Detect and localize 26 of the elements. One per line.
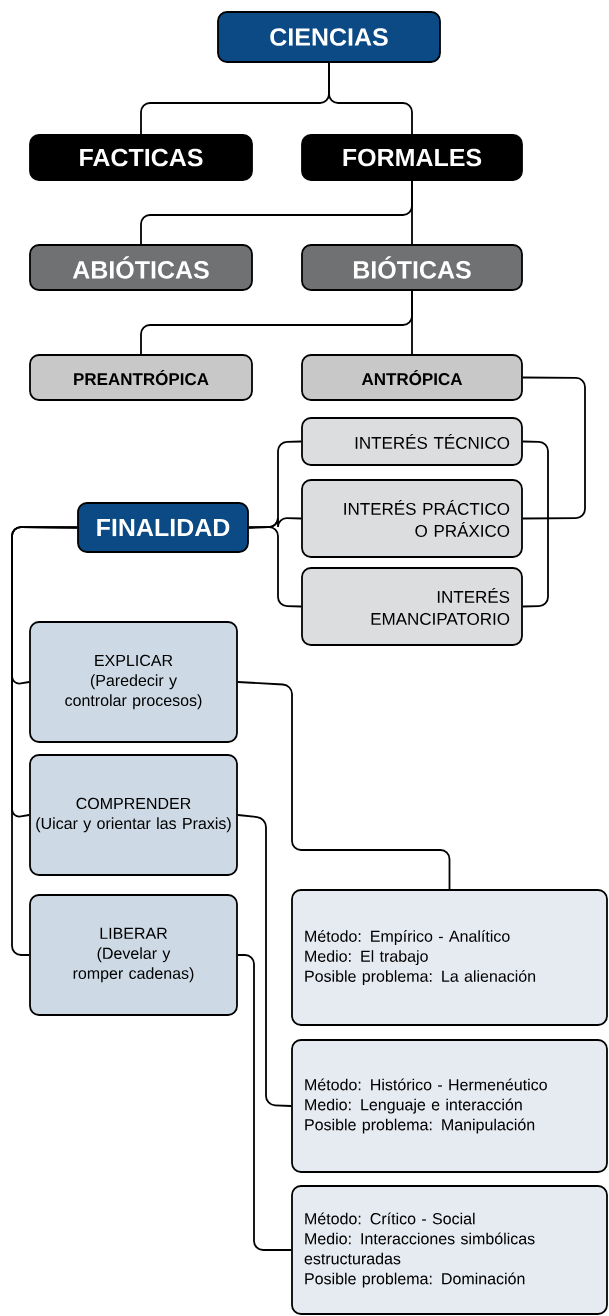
title-box: FINALIDAD xyxy=(77,502,249,553)
connector-line xyxy=(237,954,292,1251)
category-box: FACTICAS xyxy=(29,134,253,181)
connector-line xyxy=(328,62,413,135)
purpose-box: COMPRENDER (Uicar y orientar las Praxis) xyxy=(29,754,238,876)
connector-line xyxy=(411,290,413,355)
connector-line xyxy=(237,814,292,1107)
connector-line xyxy=(248,526,302,608)
info-box: Método: Histórico - Hermenéutico Medio: Lenguaje e interacción Posible problema: Manipulación xyxy=(291,1039,608,1173)
category-box: PREANTRÓPICA xyxy=(29,354,253,401)
interest-box: INTERÉS PRÁCTICO O PRÁXICO xyxy=(301,479,523,558)
info-box: Método: Crítico - Social Medio: Interacciones simbólicas estructuradas Posible problema: Dominación xyxy=(291,1185,608,1315)
interest-box: INTERÉS TÉCNICO xyxy=(301,417,523,466)
category-box: ABIÓTICAS xyxy=(29,244,253,291)
interest-box: INTERÉS EMANCIPATORIO xyxy=(301,567,523,646)
info-box: Método: Empírico - Analítico Medio: El trabajo Posible problema: La alienación xyxy=(291,889,608,1026)
purpose-box: EXPLICAR (Paredecir y controlar procesos) xyxy=(29,621,238,743)
connector-line xyxy=(411,180,413,245)
connector-line xyxy=(522,440,549,608)
category-box: FORMALES xyxy=(301,134,523,181)
connector-line xyxy=(237,681,451,890)
connector-line xyxy=(522,376,586,520)
purpose-box: LIBERAR (Develar y romper cadenas) xyxy=(29,894,238,1016)
category-box: BIÓTICAS xyxy=(301,244,523,291)
category-box: ANTRÓPICA xyxy=(301,354,523,401)
title-box: CIENCIAS xyxy=(217,11,441,63)
